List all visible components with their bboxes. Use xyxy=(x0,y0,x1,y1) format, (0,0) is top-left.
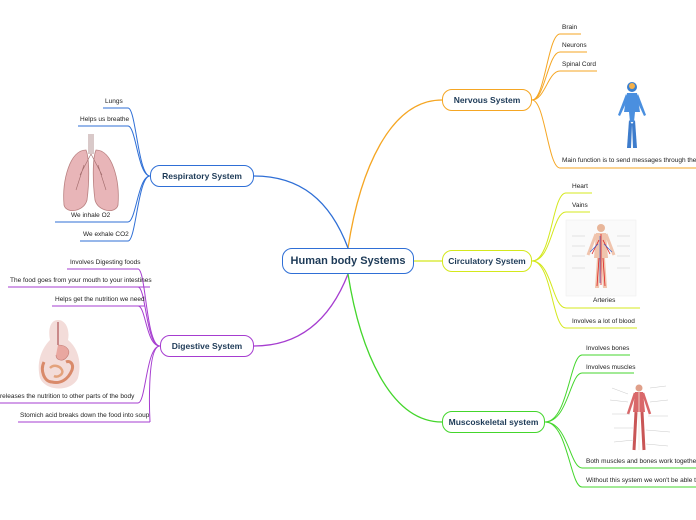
leaf-food-mouth-to-intestines[interactable]: The food goes from your mouth to your in… xyxy=(10,277,152,284)
leaf-neurons[interactable]: Neurons xyxy=(562,42,587,49)
leaf-involves-digesting-foods[interactable]: Involves Digesting foods xyxy=(70,259,141,266)
leaf-involves-muscles[interactable]: Involves muscles xyxy=(586,364,636,371)
leaf-helps-get-nutrition[interactable]: Helps get the nutrition we need xyxy=(55,296,145,303)
topic-respiratory-system[interactable]: Respiratory System xyxy=(150,165,254,187)
muscle-skeleton-diagram xyxy=(609,384,671,451)
leaf-involves-bones[interactable]: Involves bones xyxy=(586,345,630,352)
leaf-releases-nutrition[interactable]: releases the nutrition to other parts of… xyxy=(0,393,135,400)
leaf-brain[interactable]: Brain xyxy=(562,24,578,31)
topic-circulatory-system[interactable]: Circulatory System xyxy=(442,250,532,272)
leaf-heart[interactable]: Heart xyxy=(572,183,588,190)
leaf-arteries[interactable]: Arteries xyxy=(593,297,616,304)
leaf-spinal-cord[interactable]: Spinal Cord xyxy=(562,61,596,68)
leaf-we-inhale-o2[interactable]: We inhale O2 xyxy=(71,212,111,219)
circulatory-diagram xyxy=(565,219,637,297)
human-body-figure xyxy=(618,82,646,148)
connector-respiratory xyxy=(253,175,349,249)
leaf-lungs[interactable]: Lungs xyxy=(105,98,123,105)
topic-nervous-system[interactable]: Nervous System xyxy=(442,89,532,111)
central-topic[interactable]: Human body Systems xyxy=(282,248,414,274)
lungs-illustration xyxy=(63,134,119,211)
topic-muscoskeletal-system[interactable]: Muscoskeletal system xyxy=(442,411,545,433)
leaf-helps-us-breathe[interactable]: Helps us breathe xyxy=(80,116,130,123)
connector-digestive xyxy=(253,273,349,347)
leaf-nervous-main-function[interactable]: Main function is to send messages throug… xyxy=(562,157,696,164)
leaf-involves-blood[interactable]: Involves a lot of blood xyxy=(572,318,635,325)
leaf-stomach-acid[interactable]: Stomich acid breaks down the food into s… xyxy=(20,412,150,419)
digestive-tract-illustration xyxy=(38,320,80,389)
leaf-we-exhale-co2[interactable]: We exhale CO2 xyxy=(83,231,129,238)
connector-nervous xyxy=(347,99,443,249)
topic-digestive-system[interactable]: Digestive System xyxy=(160,335,254,357)
connector-muscoskeletal xyxy=(347,273,443,423)
leaf-muscles-bones-together[interactable]: Both muscles and bones work together xyxy=(586,458,696,465)
leaf-vains[interactable]: Vains xyxy=(572,202,588,209)
leaf-without-this-system[interactable]: Without this system we won't be able to xyxy=(586,477,696,484)
